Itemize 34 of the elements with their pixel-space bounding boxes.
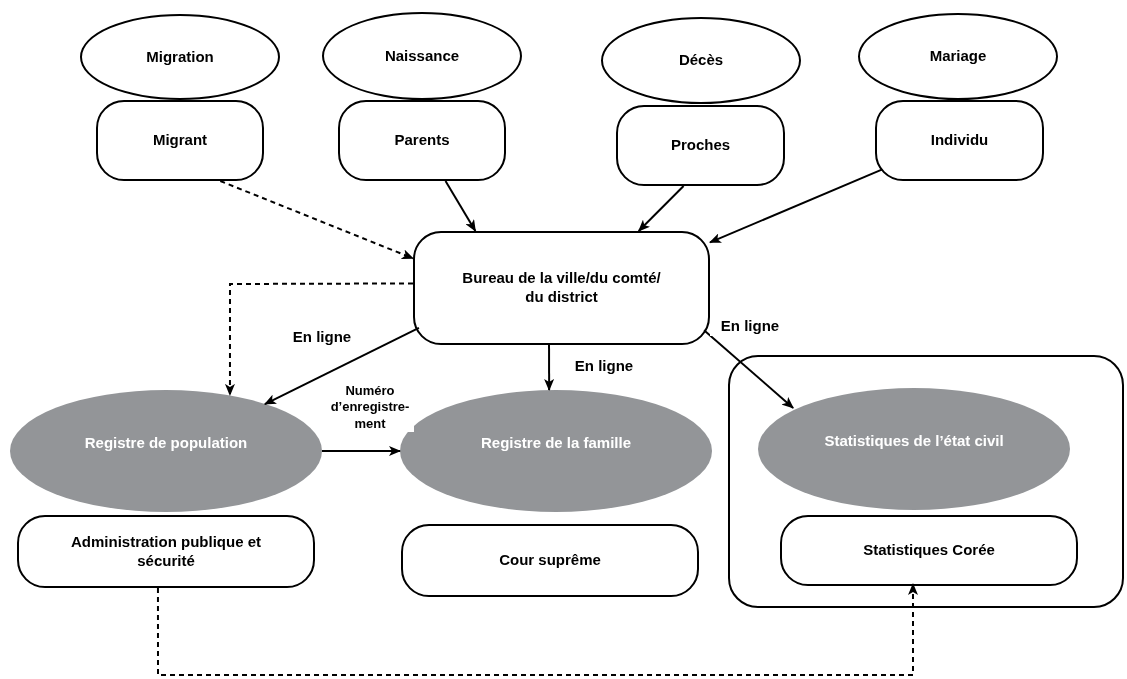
arrow: [544, 344, 555, 391]
actor-box: [96, 100, 264, 181]
node-label: Statistiques Corée: [862, 541, 996, 560]
node-label: Bureau de la ville/du comté/ du district: [461, 269, 662, 307]
node-label: Migration: [145, 47, 215, 67]
node-label: Proches: [669, 136, 732, 155]
group-frame: [728, 355, 1124, 608]
node-label: Mariage: [928, 47, 988, 66]
arrow: [709, 168, 883, 244]
actor-box: [875, 100, 1044, 181]
dashed-arrow: [224, 282, 414, 396]
node-label: Cour suprême: [498, 551, 602, 570]
actor-box: [17, 515, 315, 588]
actor-box: [401, 524, 699, 597]
arrow: [703, 329, 795, 409]
arrow: [637, 185, 685, 232]
actor-box: [413, 231, 710, 345]
node-label: Administration publique et sécurité: [70, 532, 262, 571]
dashed-arrow: [156, 583, 918, 676]
actor-box: [780, 515, 1078, 586]
node-label: Naissance: [383, 46, 461, 66]
actor-box: [616, 105, 785, 186]
node-label: Registre de population: [83, 433, 249, 453]
actor-box: [338, 100, 506, 181]
node-label: Statistiques de l’état civil: [823, 431, 1005, 451]
arrow: [263, 326, 420, 406]
node-label: Parents: [393, 131, 451, 150]
arrow: [444, 180, 477, 232]
node-label: Migrant: [151, 131, 209, 150]
node-label: Décès: [677, 51, 725, 70]
node-label: Registre de la famille: [479, 433, 633, 453]
node-label: Individu: [929, 131, 990, 150]
arrow: [321, 446, 401, 456]
dashed-arrow: [219, 180, 414, 260]
